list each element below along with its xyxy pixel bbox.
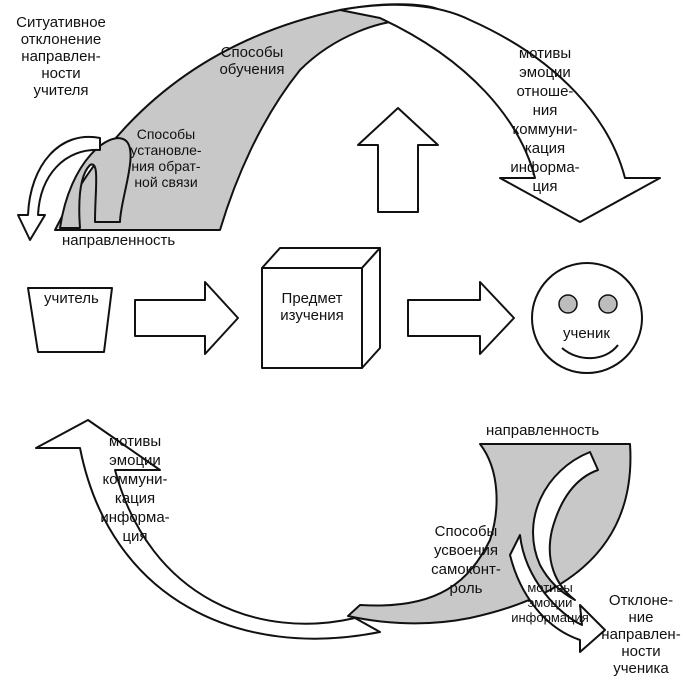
teacher-deviation-arrow <box>17 135 101 241</box>
teacher-cup <box>27 287 113 353</box>
bottom-left-arrow <box>35 419 381 640</box>
teacher-label: учитель <box>44 290 99 307</box>
arrow-subject-to-student <box>407 281 515 355</box>
arrow-teacher-to-subject <box>134 281 239 355</box>
student-direction-label: направленность <box>486 422 600 439</box>
top-right-arrow <box>339 3 661 223</box>
face-left-eye <box>558 294 578 314</box>
student-label: ученик <box>563 325 610 342</box>
student-inner-curve <box>532 451 599 601</box>
teacher-direction-label: направленность <box>62 232 176 249</box>
student-deviation-arrow <box>509 534 606 653</box>
up-arrow <box>357 107 439 213</box>
face-right-eye <box>598 294 618 314</box>
face-smile <box>561 344 619 360</box>
student-face <box>531 262 643 374</box>
